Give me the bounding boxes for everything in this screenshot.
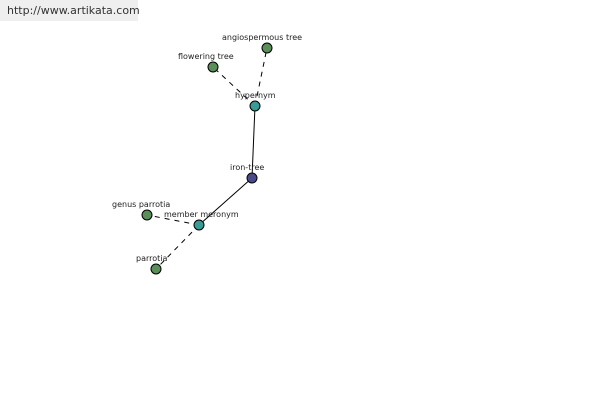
- node-flowering-tree-dot[interactable]: [207, 61, 219, 73]
- node-flowering-tree[interactable]: flowering tree: [178, 52, 234, 73]
- node-member-meronym-label[interactable]: member meronym: [164, 210, 239, 219]
- node-hypernym[interactable]: hypernym: [235, 91, 276, 112]
- site-url-banner[interactable]: http://www.artikata.com: [0, 0, 140, 21]
- node-angiospermous-tree[interactable]: angiospermous tree: [222, 33, 302, 54]
- node-iron-tree-dot[interactable]: [246, 172, 258, 184]
- node-member-meronym[interactable]: member meronym: [164, 210, 239, 231]
- node-iron-tree[interactable]: iron-tree: [230, 163, 264, 184]
- edge-hypernym-flowering-tree: [212, 66, 256, 107]
- node-iron-tree-label[interactable]: iron-tree: [230, 163, 264, 172]
- edge-member-meronym-genus-parrotia: [146, 214, 200, 226]
- edge-iron-tree-member-meronym: [198, 177, 253, 226]
- node-flowering-tree-label[interactable]: flowering tree: [178, 52, 234, 61]
- node-angiospermous-tree-dot[interactable]: [261, 42, 273, 54]
- node-parrotia[interactable]: parrotia: [136, 254, 167, 275]
- node-member-meronym-dot[interactable]: [193, 219, 205, 231]
- node-genus-parrotia-label[interactable]: genus parrotia: [112, 200, 170, 209]
- nodes-layer: angiospermous tree flowering tree hypern…: [112, 33, 302, 275]
- node-parrotia-dot[interactable]: [150, 263, 162, 275]
- node-genus-parrotia[interactable]: genus parrotia: [112, 200, 170, 221]
- node-genus-parrotia-dot[interactable]: [141, 209, 153, 221]
- edges-layer: [146, 47, 268, 270]
- edge-iron-tree-hypernym: [251, 105, 256, 179]
- edge-member-meronym-parrotia: [155, 224, 200, 270]
- node-parrotia-label[interactable]: parrotia: [136, 254, 167, 263]
- node-angiospermous-tree-label[interactable]: angiospermous tree: [222, 33, 302, 42]
- node-hypernym-dot[interactable]: [249, 100, 261, 112]
- node-hypernym-label[interactable]: hypernym: [235, 91, 276, 100]
